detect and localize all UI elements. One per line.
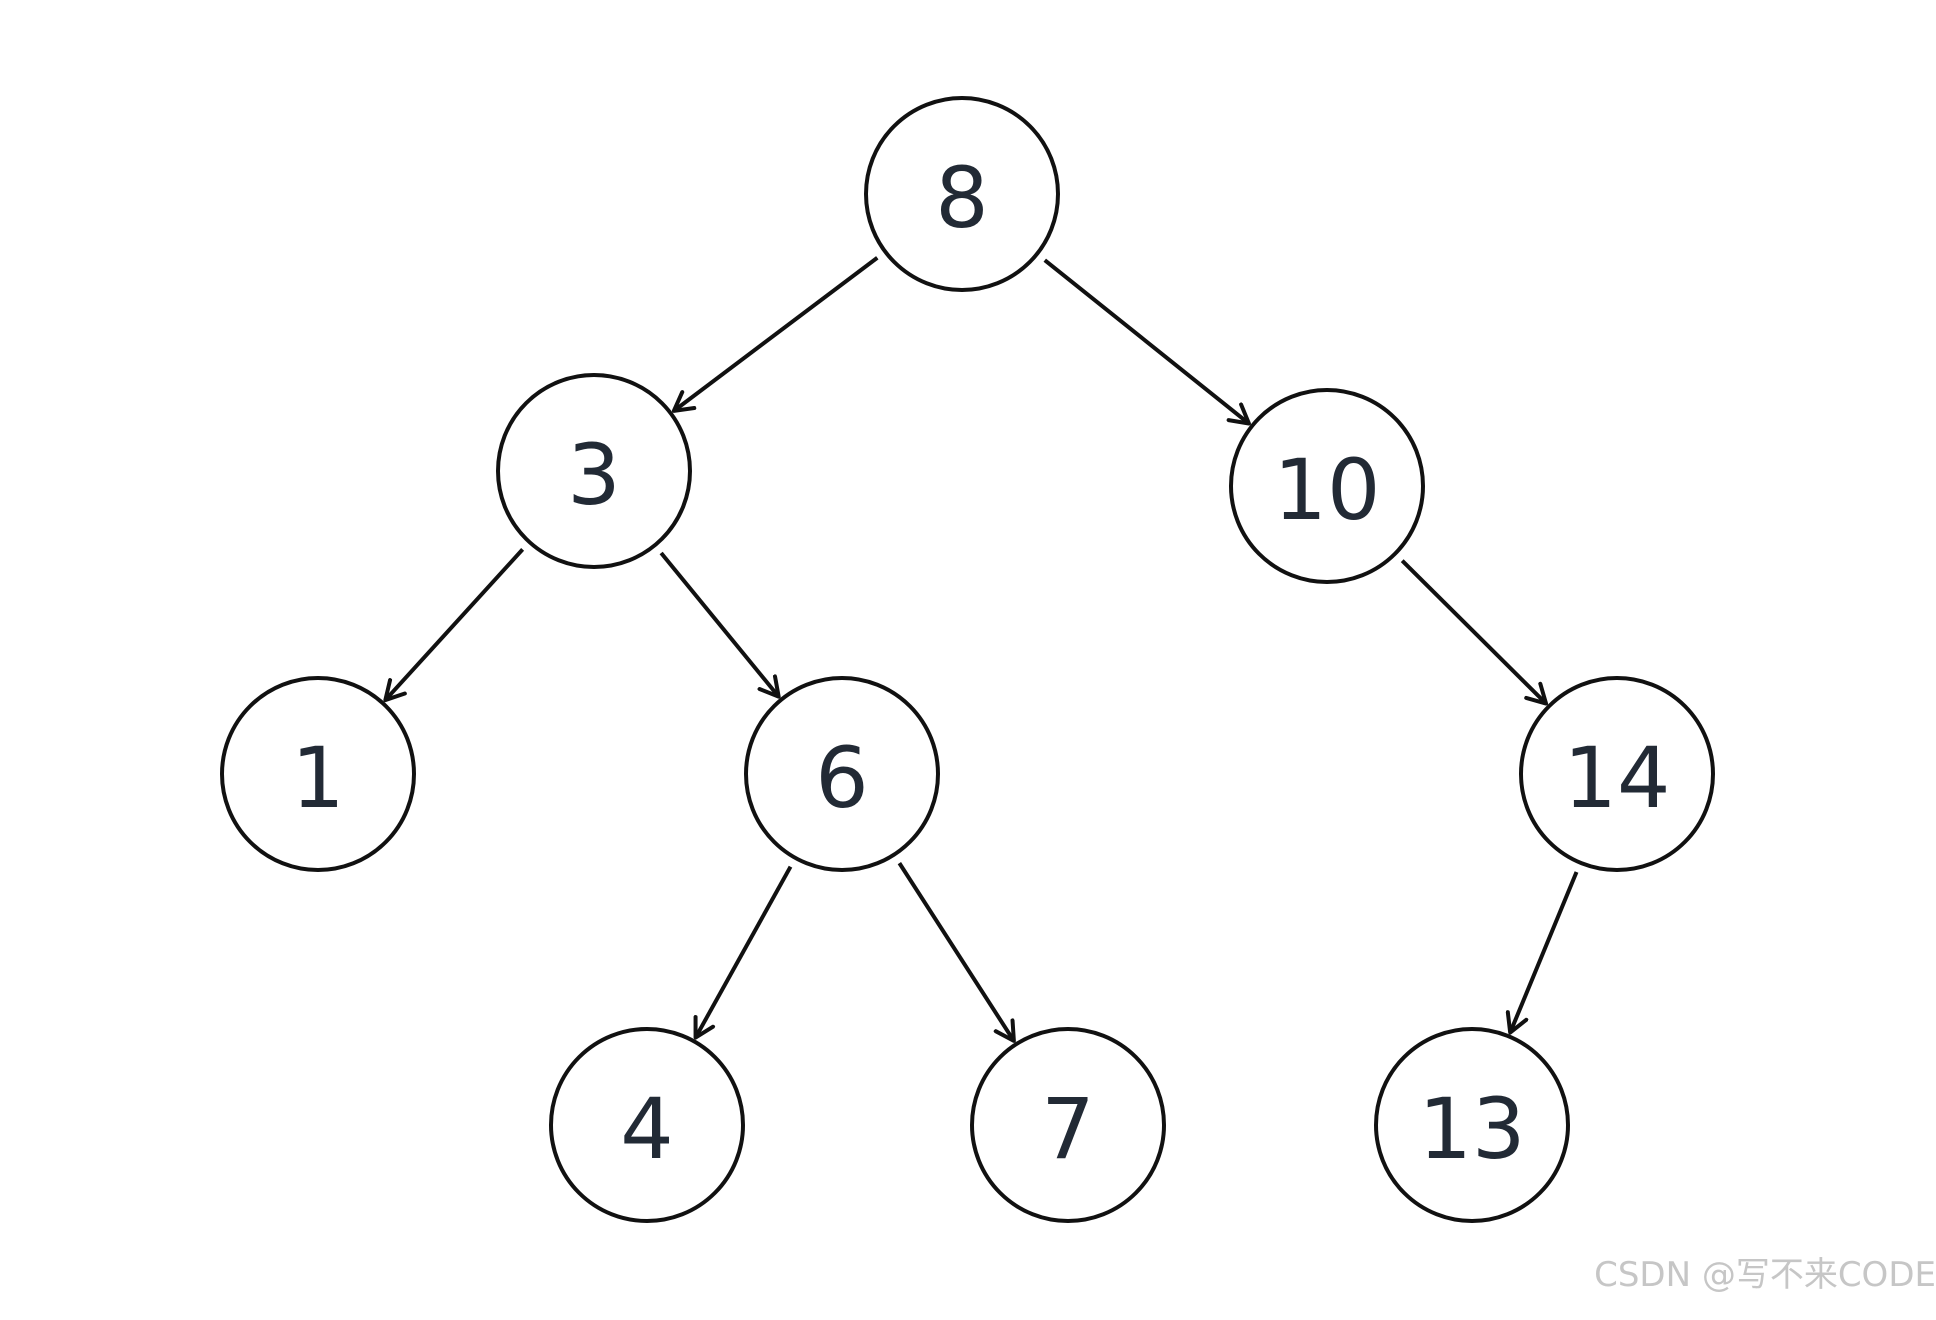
node-circle bbox=[1519, 676, 1715, 872]
node-label: 3 bbox=[567, 426, 620, 524]
tree-node-6: 6 bbox=[744, 676, 940, 872]
tree-node-4: 4 bbox=[549, 1027, 745, 1223]
node-label: 8 bbox=[935, 149, 988, 247]
node-label: 6 bbox=[815, 729, 868, 827]
edge-n14-to-n13 bbox=[1505, 871, 1579, 1035]
edge-n8-to-n10 bbox=[1043, 258, 1251, 426]
node-circle bbox=[1374, 1027, 1570, 1223]
tree-node-10: 10 bbox=[1229, 388, 1425, 584]
edge-n8-to-n3 bbox=[671, 256, 879, 413]
node-circle bbox=[864, 96, 1060, 292]
tree-node-8: 8 bbox=[864, 96, 1060, 292]
edge-n3-to-n1 bbox=[383, 548, 525, 703]
edge-n6-to-n7 bbox=[897, 862, 1016, 1043]
node-label: 10 bbox=[1274, 441, 1381, 539]
tree-node-3: 3 bbox=[496, 373, 692, 569]
tree-node-13: 13 bbox=[1374, 1027, 1570, 1223]
edge-n10-to-n14 bbox=[1400, 559, 1549, 706]
watermark-text: CSDN @写不来CODE bbox=[1594, 1255, 1936, 1295]
node-label: 4 bbox=[620, 1080, 673, 1178]
tree-node-7: 7 bbox=[970, 1027, 1166, 1223]
edge-n3-to-n6 bbox=[659, 551, 781, 699]
edges-layer bbox=[383, 256, 1579, 1043]
node-circle bbox=[549, 1027, 745, 1223]
node-label: 7 bbox=[1041, 1080, 1094, 1178]
node-label: 14 bbox=[1564, 729, 1671, 827]
node-circle bbox=[1229, 388, 1425, 584]
node-circle bbox=[970, 1027, 1166, 1223]
node-label: 13 bbox=[1419, 1080, 1526, 1178]
tree-node-14: 14 bbox=[1519, 676, 1715, 872]
tree-node-1: 1 bbox=[220, 676, 416, 872]
nodes-layer: 8 3 10 1 6 14 4 7 13 bbox=[220, 96, 1715, 1223]
node-circle bbox=[496, 373, 692, 569]
node-label: 1 bbox=[291, 729, 344, 827]
node-circle bbox=[220, 676, 416, 872]
edge-n6-to-n4 bbox=[693, 865, 793, 1040]
node-circle bbox=[744, 676, 940, 872]
